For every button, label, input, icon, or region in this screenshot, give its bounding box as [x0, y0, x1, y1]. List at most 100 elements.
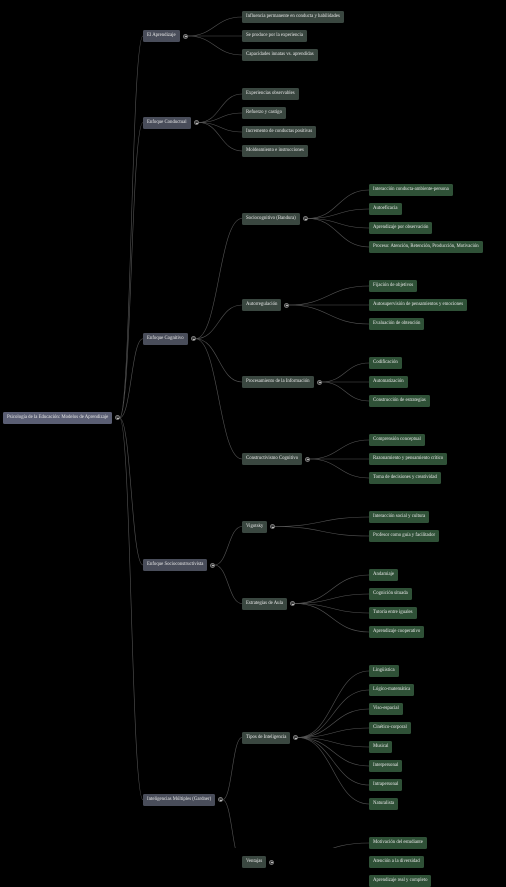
mindmap-node-root-children-4-children-0-children-5[interactable]: Interpersonal [369, 760, 403, 772]
mindmap-node-root-children-2-children-3-children-0[interactable]: Comprensión conceptual [369, 434, 425, 446]
mindmap-link [195, 218, 243, 340]
collapse-toggle-icon[interactable] [268, 859, 274, 865]
mindmap-node-root-children-1-children-1[interactable]: Refuerzo y castigo [242, 107, 286, 119]
mindmap-node-root[interactable]: Psicología de la Educación: Modelos de A… [3, 411, 113, 424]
mindmap-link [307, 208, 370, 219]
mindmap-node-root-children-0[interactable]: El Aprendizaje [143, 30, 180, 42]
mindmap-node-root-children-2-children-0-children-2[interactable]: Aprendizaje por observación [369, 222, 433, 234]
mindmap-node-root-children-4-children-1-children-1[interactable]: Atención a la diversidad [369, 856, 424, 868]
collapse-toggle-icon[interactable] [182, 33, 188, 39]
mindmap-link [321, 381, 370, 402]
mindmap-node-root-children-3-children-0-children-0[interactable]: Interacción social y cultura [369, 511, 430, 523]
mindmap-link [294, 603, 370, 614]
mindmap-link [195, 338, 243, 383]
mindmap-node-root-children-2-children-0-children-0[interactable]: Interacción conducta-ambiente-persona [369, 184, 453, 196]
mindmap-link [307, 218, 370, 229]
mindmap-link [195, 338, 243, 460]
mindmap-link [214, 526, 243, 566]
mindmap-link [214, 564, 243, 604]
mindmap-link [274, 516, 370, 527]
mindmap-node-root-children-1[interactable]: Enfoque Conductual [143, 116, 191, 129]
mindmap-node-root-children-3-children-1-children-2[interactable]: Tutoría entre iguales [369, 607, 417, 619]
mindmap-node-root-children-2-children-2-children-2[interactable]: Construcción de estrategias [369, 395, 430, 407]
mindmap-link [297, 708, 370, 738]
collapse-toggle-icon[interactable] [289, 601, 295, 606]
mindmap-node-root-children-3-children-1[interactable]: Estrategias de Aula [242, 597, 288, 610]
mindmap-link [321, 362, 370, 383]
mindmap-node-root-children-2-children-1-children-2[interactable]: Evaluación de obtención [369, 318, 425, 330]
mindmap-node-root-children-0-children-0[interactable]: Influencia permanente en conducta y habi… [242, 11, 344, 23]
collapse-toggle-icon[interactable] [190, 336, 196, 342]
mindmap-link [297, 737, 370, 767]
mindmap-node-root-children-4-children-1-children-0[interactable]: Motivación del estudiante [369, 837, 427, 849]
mindmap-node-root-children-2-children-2[interactable]: Procesamiento de la Información [242, 376, 314, 388]
mindmap-node-root-children-2-children-3[interactable]: Constructivismo Cognitivo [242, 453, 303, 465]
mindmap-link [307, 189, 370, 219]
mindmap-node-root-children-0-children-1[interactable]: Se produce por la experiencia [242, 30, 308, 42]
mindmap-link [309, 458, 370, 479]
mindmap-node-root-children-2-children-2-children-1[interactable]: Automatización [369, 376, 408, 388]
collapse-toggle-icon[interactable] [217, 797, 223, 803]
mindmap-node-root-children-2-children-1-children-0[interactable]: Fijación de objetivos [369, 280, 418, 292]
mindmap-node-root-children-3-children-1-children-0[interactable]: Andamiaje [369, 569, 399, 581]
mindmap-link [288, 304, 370, 325]
mindmap-node-root-children-2-children-3-children-2[interactable]: Toma de decisiones y creatividad [369, 472, 441, 484]
mindmap-link [187, 16, 243, 37]
mindmap-node-root-children-4-children-0[interactable]: Tipos de Inteligencia [242, 731, 291, 744]
mindmap-node-root-children-4-children-0-children-7[interactable]: Naturalista [369, 798, 399, 810]
mindmap-link [119, 417, 144, 801]
mindmap-link [119, 122, 144, 419]
mindmap-node-root-children-4-children-0-children-6[interactable]: Intrapersonal [369, 779, 403, 791]
mindmap-node-root-children-3[interactable]: Enfoque Socioconstructivista [143, 559, 208, 571]
mindmap-node-root-children-2-children-2-children-0[interactable]: Codificación [369, 357, 402, 369]
mindmap-node-root-children-3-children-0-children-1[interactable]: Profesor como guía y facilitador [369, 530, 440, 542]
mindmap-node-root-children-3-children-0[interactable]: Vigotsky [242, 520, 268, 533]
mindmap-node-root-children-2[interactable]: Enfoque Cognitivo [143, 332, 188, 345]
mindmap-node-root-children-2-children-1[interactable]: Autorregulación [242, 299, 282, 311]
mindmap-link [198, 112, 243, 123]
mindmap-node-root-children-1-children-0[interactable]: Experiencias observables [242, 88, 299, 100]
collapse-toggle-icon[interactable] [292, 735, 298, 740]
mindmap-node-root-children-0-children-2[interactable]: Capacidades innatas vs. aprendidas [242, 49, 318, 61]
mindmap-node-root-children-4-children-0-children-4[interactable]: Musical [369, 741, 393, 753]
mindmap-node-root-children-4[interactable]: Inteligencias Múltiples (Gardner) [143, 793, 216, 806]
mindmap-link [297, 670, 370, 738]
mindmap-node-root-children-2-children-1-children-1[interactable]: Autosupervisión de pensamientos y emocio… [369, 299, 468, 311]
collapse-toggle-icon[interactable] [316, 379, 322, 385]
mindmap-link [294, 574, 370, 604]
mindmap-link [119, 417, 144, 566]
mindmap-node-root-children-4-children-0-children-1[interactable]: Lógico-matemática [369, 684, 415, 696]
mindmap-node-root-children-2-children-3-children-1[interactable]: Razonamiento y pensamiento crítico [369, 453, 448, 465]
mindmap-node-root-children-3-children-1-children-3[interactable]: Aprendizaje cooperativo [369, 626, 425, 638]
mindmap-link [309, 439, 370, 460]
mindmap-node-root-children-3-children-1-children-1[interactable]: Cognición situada [369, 588, 412, 600]
mindmap-node-root-children-2-children-0-children-3[interactable]: Proceso: Atención, Retención, Producción… [369, 241, 483, 253]
collapse-toggle-icon[interactable] [304, 456, 310, 462]
mindmap-node-root-children-1-children-2[interactable]: Incremento de conductas positivas [242, 126, 317, 138]
mindmap-node-root-children-2-children-0[interactable]: Sociocognitivo (Bandura) [242, 212, 300, 225]
mindmap-node-root-children-4-children-1-children-2[interactable]: Aprendizaje real y completo [369, 875, 432, 887]
mindmap-link [198, 122, 243, 152]
mindmap-link [187, 35, 243, 56]
collapse-toggle-icon[interactable] [269, 524, 275, 529]
mindmap-link [119, 338, 144, 419]
mindmap-node-root-children-1-children-3[interactable]: Moldeamiento e instrucciones [242, 145, 308, 157]
mindmap-node-root-children-4-children-0-children-2[interactable]: Viso-espacial [369, 703, 403, 715]
mindmap-node-root-children-2-children-0-children-1[interactable]: Autoeficacia [369, 203, 402, 215]
mindmap-link [195, 304, 243, 340]
collapse-toggle-icon[interactable] [209, 562, 215, 568]
mindmap-link [222, 799, 236, 848]
collapse-toggle-icon[interactable] [114, 415, 120, 421]
collapse-toggle-icon[interactable] [193, 120, 199, 125]
mindmap-link [274, 526, 370, 537]
mindmap-canvas: Psicología de la Educación: Modelos de A… [3, 11, 483, 887]
mindmap-link [307, 218, 370, 248]
mindmap-node-root-children-4-children-0-children-0[interactable]: Lingüística [369, 665, 399, 677]
mindmap-link [198, 93, 243, 123]
collapse-toggle-icon[interactable] [302, 216, 308, 221]
mindmap-link [297, 737, 370, 748]
mindmap-link [297, 737, 370, 786]
collapse-toggle-icon[interactable] [283, 302, 289, 308]
mindmap-node-root-children-4-children-0-children-3[interactable]: Cinético-corporal [369, 722, 411, 734]
mindmap-node-root-children-4-children-1[interactable]: Ventajas [242, 856, 267, 868]
